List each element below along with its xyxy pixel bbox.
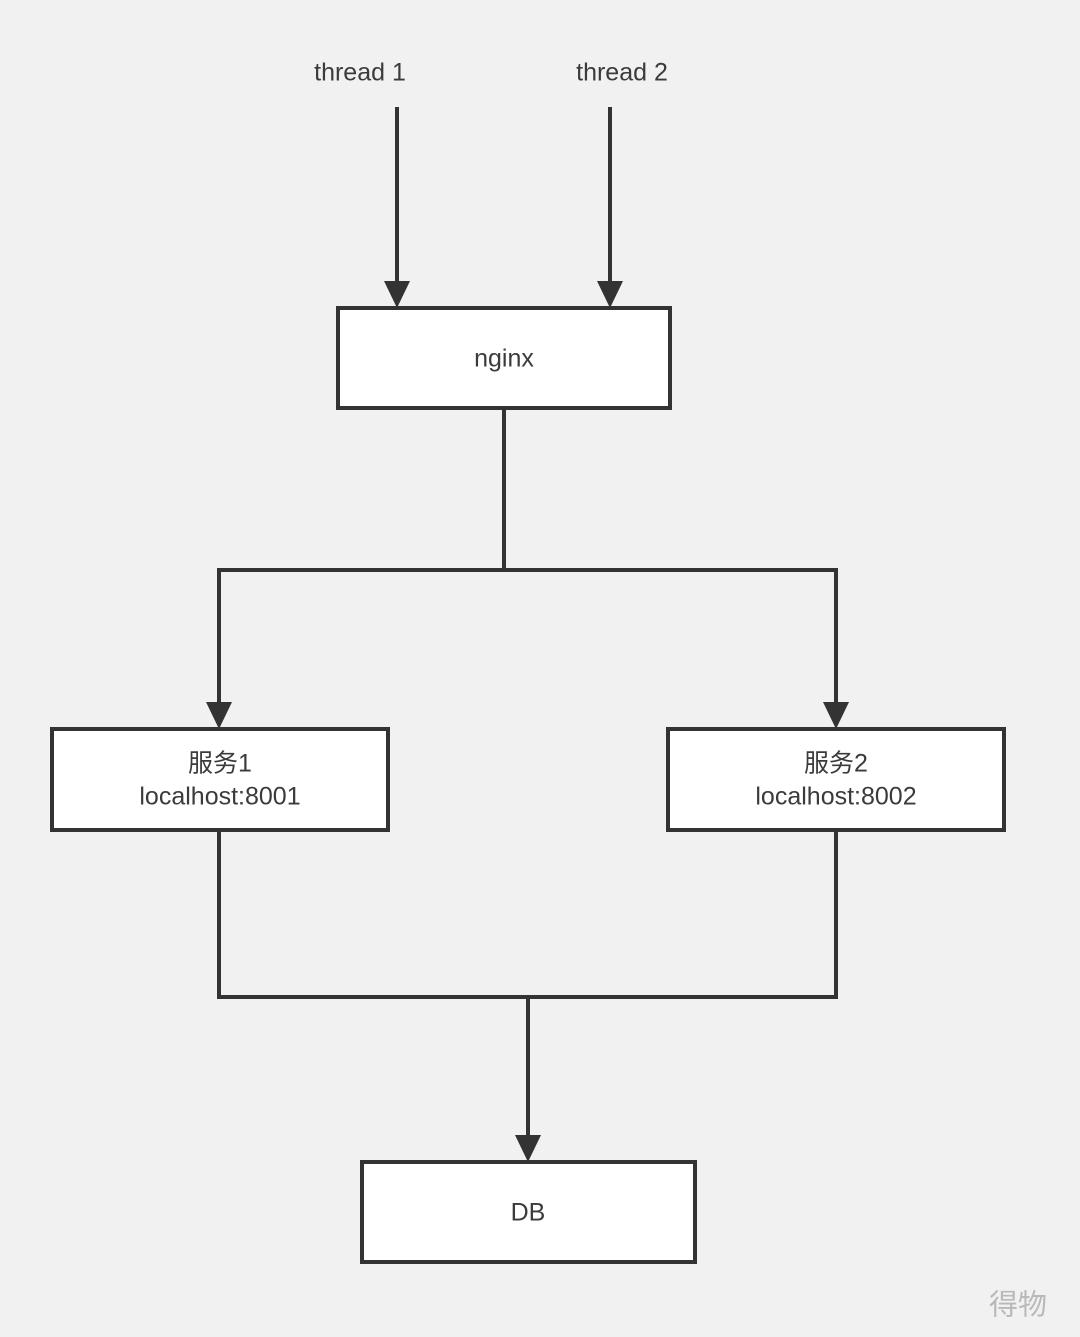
- arrow-head-icon: [823, 702, 849, 729]
- edge-line: [217, 408, 506, 721]
- edge-line: [526, 830, 838, 1154]
- edge-thread-1-to-nginx: [384, 107, 410, 308]
- arrow-head-icon: [384, 281, 410, 308]
- edge-service-2-to-db: [515, 830, 838, 1162]
- node-label: nginx: [474, 345, 534, 373]
- node-box[interactable]: [336, 306, 672, 410]
- node-box[interactable]: [360, 1160, 697, 1264]
- node-label-line-1: 服务2: [804, 750, 868, 778]
- edge-nginx-to-service-1: [206, 408, 506, 729]
- node-nginx[interactable]: nginx: [336, 306, 672, 410]
- arrow-head-icon: [597, 281, 623, 308]
- node-label: DB: [511, 1199, 546, 1227]
- edge-group: [206, 107, 849, 1162]
- arrow-head-icon: [206, 702, 232, 729]
- edge-nginx-to-service-2: [502, 408, 849, 729]
- node-box[interactable]: [666, 727, 1006, 832]
- node-label-line-2: localhost:8002: [755, 783, 916, 811]
- node-service-1[interactable]: 服务1 localhost:8001: [50, 727, 390, 832]
- node-service-2[interactable]: 服务2 localhost:8002: [666, 727, 1006, 832]
- node-label-line-2: localhost:8001: [139, 783, 300, 811]
- edge-line: [502, 408, 838, 721]
- arrow-head-icon: [515, 1135, 541, 1162]
- node-label-line-1: 服务1: [188, 750, 252, 778]
- edge-service-1-to-db: [217, 830, 530, 1154]
- node-box[interactable]: [50, 727, 390, 832]
- edge-thread-2-to-nginx: [597, 107, 623, 308]
- node-db[interactable]: DB: [360, 1160, 697, 1264]
- watermark-label: 得物: [989, 1289, 1047, 1322]
- edge-line: [217, 830, 530, 1154]
- thread-2-label: thread 2: [576, 59, 668, 87]
- thread-1-label: thread 1: [314, 59, 406, 87]
- entry-label-group: thread 1 thread 2: [314, 59, 668, 87]
